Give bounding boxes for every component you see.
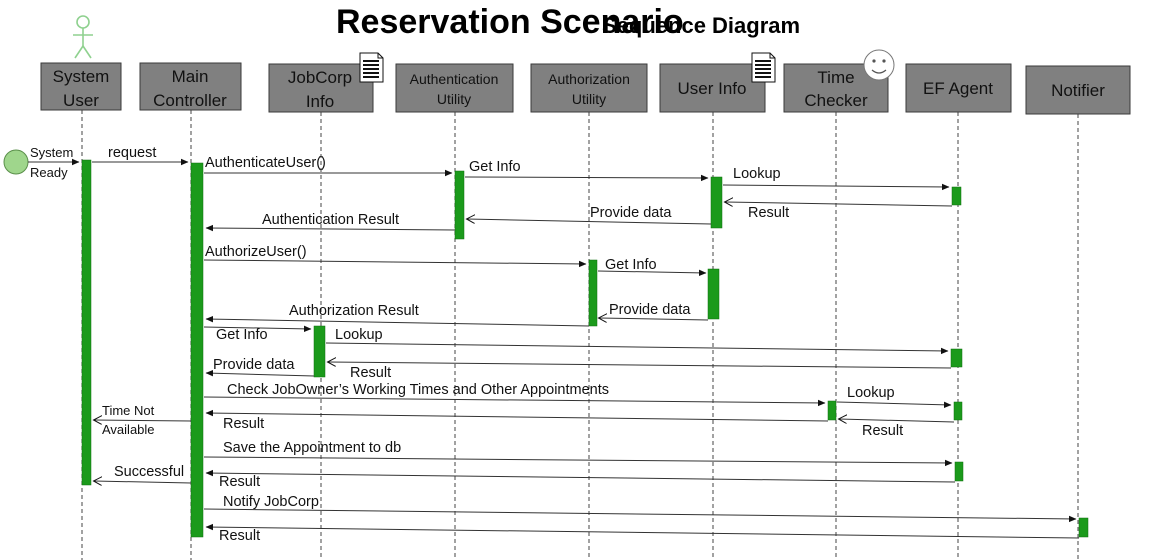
- message-time-not-available: Time Not Available: [94, 403, 192, 437]
- svg-text:Get Info: Get Info: [469, 159, 521, 175]
- message-authorize-user: AuthorizeUser(): [203, 244, 587, 268]
- message-request: request: [92, 145, 189, 166]
- message-provide-data: Provide data: [467, 205, 712, 225]
- message-provide-data: Provide data: [599, 302, 709, 320]
- activation-ef-agent: [954, 461, 964, 482]
- svg-text:Checker: Checker: [804, 91, 868, 110]
- svg-text:User: User: [63, 91, 99, 110]
- activation-system-user: [81, 159, 92, 486]
- participant-system-user: System User: [40, 62, 122, 111]
- message-get-info: Get Info: [464, 159, 709, 182]
- message-successful: Successful: [94, 464, 192, 483]
- svg-text:Notify JobCorp: Notify JobCorp: [223, 494, 319, 510]
- message-lookup: Lookup: [722, 166, 950, 191]
- svg-text:request: request: [108, 145, 156, 161]
- svg-text:AuthenticateUser(): AuthenticateUser(): [205, 155, 326, 171]
- svg-text:Info: Info: [306, 92, 334, 111]
- message-notify-jobcorp: Notify JobCorp: [203, 494, 1077, 523]
- message-authorization-result: Authorization Result: [205, 303, 590, 327]
- activation-jobcorp-info: [313, 325, 326, 378]
- svg-text:Utility: Utility: [572, 91, 606, 107]
- svg-text:Notifier: Notifier: [1051, 81, 1105, 100]
- svg-text:Main: Main: [172, 67, 209, 86]
- message-authenticate-user: AuthenticateUser(): [204, 155, 453, 177]
- svg-text:Successful: Successful: [114, 464, 184, 480]
- svg-text:Get Info: Get Info: [605, 257, 657, 273]
- message-result: Result: [205, 409, 829, 432]
- svg-text:EF Agent: EF Agent: [923, 79, 993, 98]
- message-authentication-result: Authentication Result: [205, 212, 456, 232]
- activation-notifier: [1078, 517, 1089, 538]
- svg-text:Authorization Result: Authorization Result: [289, 303, 419, 319]
- svg-text:Get Info: Get Info: [216, 327, 268, 343]
- svg-text:Lookup: Lookup: [335, 327, 383, 343]
- activation-ef-agent: [950, 348, 963, 368]
- svg-text:Save the Appointment to db: Save the Appointment to db: [223, 440, 401, 456]
- participant-authorization-utility: Authorization Utility: [530, 63, 648, 113]
- svg-text:Check JobOwner’s Working Times: Check JobOwner’s Working Times and Other…: [227, 382, 609, 398]
- svg-text:Provide data: Provide data: [213, 357, 295, 373]
- start-label: Ready: [30, 165, 68, 180]
- svg-text:Lookup: Lookup: [847, 385, 895, 401]
- svg-text:Result: Result: [219, 474, 260, 490]
- message-check-working-times: Check JobOwner’s Working Times and Other…: [203, 382, 826, 407]
- activation-time-checker: [827, 400, 837, 421]
- activation-user-info: [707, 268, 720, 320]
- diagram-subtitle: Sequence Diagram: [602, 13, 800, 38]
- message-lookup: Lookup: [325, 327, 949, 355]
- activation-user-info: [710, 176, 723, 229]
- svg-text:AuthorizeUser(): AuthorizeUser(): [205, 244, 307, 260]
- participant-notifier: Notifier: [1025, 65, 1131, 115]
- activation-authentication-utility: [454, 170, 465, 240]
- activation-main-controller: [190, 162, 204, 538]
- participant-user-info: User Info: [659, 63, 766, 113]
- message-get-info: Get Info: [597, 257, 707, 277]
- message-result: Result: [725, 202, 953, 221]
- message-result: Result: [839, 419, 955, 439]
- start-node-icon: [3, 149, 29, 175]
- svg-text:User Info: User Info: [678, 79, 747, 98]
- diagram-title: Reservation Scenario: [336, 3, 684, 41]
- message-provide-data: Provide data: [205, 357, 315, 377]
- document-icon: [751, 52, 776, 83]
- svg-text:Result: Result: [862, 423, 903, 439]
- smiley-icon: [863, 49, 895, 81]
- start-label: System: [30, 145, 73, 160]
- svg-text:Result: Result: [350, 365, 391, 381]
- svg-text:Result: Result: [219, 528, 260, 544]
- svg-text:JobCorp: JobCorp: [288, 68, 352, 87]
- participant-ef-agent: EF Agent: [905, 63, 1012, 113]
- svg-text:Authorization: Authorization: [548, 71, 630, 87]
- activation-ef-agent: [953, 401, 963, 421]
- participant-main-controller: Main Controller: [139, 62, 242, 111]
- svg-text:Time Not: Time Not: [102, 403, 155, 418]
- document-icon: [359, 52, 384, 83]
- svg-text:Time: Time: [817, 68, 854, 87]
- svg-text:Utility: Utility: [437, 91, 471, 107]
- svg-text:Lookup: Lookup: [733, 166, 781, 182]
- svg-text:Controller: Controller: [153, 91, 227, 110]
- message-get-info: Get Info: [203, 325, 312, 343]
- activation-authorization-utility: [588, 259, 598, 327]
- svg-text:Available: Available: [102, 422, 155, 437]
- svg-text:Provide data: Provide data: [590, 205, 672, 221]
- message-lookup: Lookup: [836, 385, 952, 409]
- svg-text:System: System: [53, 67, 110, 86]
- actor-icon: [73, 15, 93, 59]
- activation-ef-agent: [951, 186, 962, 206]
- svg-text:Result: Result: [748, 205, 789, 221]
- message-result: Result: [205, 523, 1080, 544]
- participant-jobcorp-info: JobCorp Info: [268, 63, 374, 113]
- message-result: Result: [328, 362, 952, 381]
- svg-text:Authentication: Authentication: [410, 71, 499, 87]
- svg-text:Provide data: Provide data: [609, 302, 691, 318]
- svg-text:Authentication Result: Authentication Result: [262, 212, 399, 228]
- message-result: Result: [205, 469, 956, 490]
- message-save-appointment: Save the Appointment to db: [203, 440, 953, 467]
- participant-authentication-utility: Authentication Utility: [395, 63, 514, 113]
- svg-text:Result: Result: [223, 416, 264, 432]
